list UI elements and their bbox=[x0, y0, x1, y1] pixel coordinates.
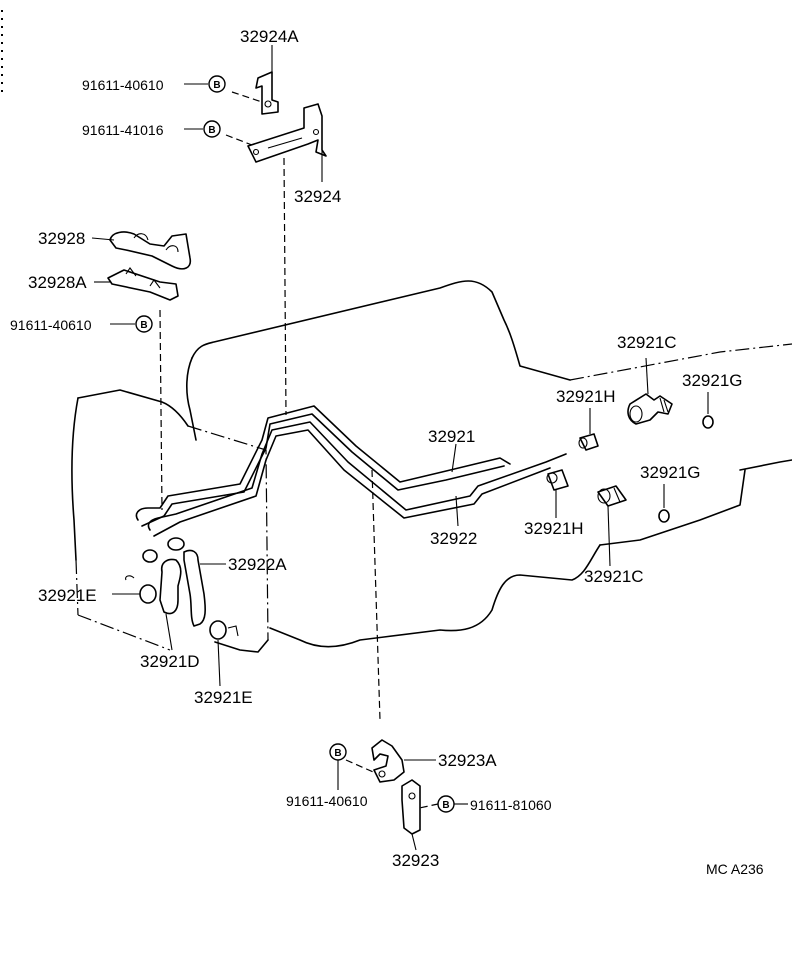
label-32921C: 32921C bbox=[617, 333, 677, 352]
transmission-outline bbox=[71, 389, 269, 653]
label-32921H: 32921H bbox=[524, 519, 584, 538]
clamp-32921E bbox=[125, 537, 239, 640]
label-32923A: 32923A bbox=[438, 751, 497, 770]
label-bolt-91611-40610: 91611-40610 bbox=[286, 793, 368, 809]
svg-text:B: B bbox=[442, 800, 449, 811]
bracket-32924 bbox=[247, 103, 327, 163]
svg-text:B: B bbox=[213, 80, 220, 91]
oring-32921G bbox=[658, 509, 670, 523]
leader bbox=[217, 639, 221, 687]
label-32923: 32923 bbox=[392, 851, 439, 870]
leader bbox=[645, 357, 649, 395]
diagram-code: MC A236 bbox=[706, 861, 764, 877]
bracket-32924A bbox=[255, 71, 279, 115]
svg-text:B: B bbox=[140, 320, 147, 331]
hose-32921D bbox=[159, 558, 182, 615]
circled-b-icon: B bbox=[329, 743, 347, 761]
union-32921C bbox=[597, 485, 627, 507]
svg-text:B: B bbox=[208, 125, 215, 136]
label-32921E: 32921E bbox=[38, 586, 97, 605]
circled-b-icon: B bbox=[135, 315, 153, 333]
label-bolt-91611-40610: 91611-40610 bbox=[82, 77, 164, 93]
circled-b-icon: B bbox=[203, 120, 221, 138]
label-32921D: 32921D bbox=[140, 652, 200, 671]
leader bbox=[165, 613, 173, 651]
leader bbox=[607, 505, 611, 567]
clamp-32928 bbox=[109, 231, 192, 270]
label-32928A: 32928A bbox=[28, 273, 87, 292]
label-32921E: 32921E bbox=[194, 688, 253, 707]
label-32922: 32922 bbox=[430, 529, 477, 548]
pipe-32922 bbox=[147, 421, 567, 537]
label-32921G: 32921G bbox=[682, 371, 743, 390]
union-32921H bbox=[578, 433, 599, 451]
label-bolt-91611-81060: 91611-81060 bbox=[470, 797, 552, 813]
bracket-32923A bbox=[371, 739, 405, 783]
clamp-32928A bbox=[107, 267, 179, 301]
label-32928: 32928 bbox=[38, 229, 85, 248]
label-32921C: 32921C bbox=[584, 567, 644, 586]
pipe-32921 bbox=[135, 405, 511, 527]
elbow-32921C bbox=[627, 393, 673, 425]
svg-text:B: B bbox=[334, 748, 341, 759]
leader bbox=[91, 237, 115, 241]
engine-outline bbox=[186, 280, 792, 648]
leader bbox=[411, 833, 417, 851]
label-32922A: 32922A bbox=[228, 555, 287, 574]
leader bbox=[455, 495, 459, 527]
bracket-32923 bbox=[401, 779, 421, 835]
oring-32921G bbox=[702, 415, 714, 429]
label-bolt-91611-41016: 91611-41016 bbox=[82, 122, 164, 138]
label-32924A: 32924A bbox=[240, 27, 299, 46]
union-32921H bbox=[546, 469, 569, 491]
circled-b-icon: B bbox=[437, 795, 455, 813]
label-32921G: 32921G bbox=[640, 463, 701, 482]
circled-b-icon: B bbox=[208, 75, 226, 93]
label-32921H: 32921H bbox=[556, 387, 616, 406]
leader bbox=[451, 443, 457, 473]
label-32921: 32921 bbox=[428, 427, 475, 446]
label-bolt-91611-40610: 91611-40610 bbox=[10, 317, 92, 333]
label-32924: 32924 bbox=[294, 187, 341, 206]
hose-32922A bbox=[183, 549, 206, 627]
